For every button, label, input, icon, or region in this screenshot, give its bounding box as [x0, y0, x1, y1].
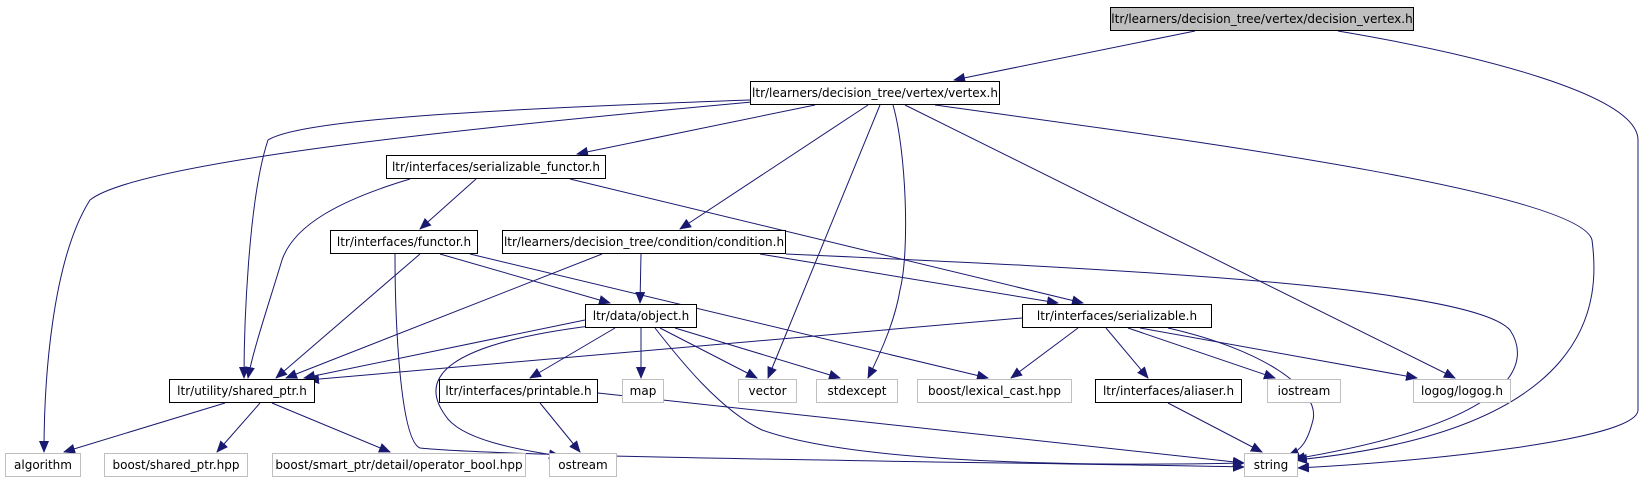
edge-condition-to-shared_ptr	[285, 253, 603, 379]
edge-vertex-to-condition	[679, 104, 869, 230]
node-label: ltr/learners/decision_tree/vertex/decisi…	[1111, 12, 1413, 26]
edge-vertex-to-stdexcept	[867, 104, 907, 379]
node-label: algorithm	[14, 458, 72, 472]
node-label: ltr/learners/decision_tree/vertex/vertex…	[752, 86, 998, 100]
edge-object-to-shared_ptr	[303, 319, 586, 381]
edge-serializable-to-string	[1167, 327, 1315, 457]
node-map[interactable]: map	[622, 379, 664, 403]
node-label: ltr/interfaces/printable.h	[445, 384, 592, 398]
edge-shared_ptr-to-boost_shared_ptr	[216, 402, 261, 453]
node-printable-h[interactable]: ltr/interfaces/printable.h	[439, 379, 598, 403]
node-iostream[interactable]: iostream	[1267, 379, 1341, 403]
node-vertex-h[interactable]: ltr/learners/decision_tree/vertex/vertex…	[750, 81, 1000, 105]
node-label: string	[1253, 458, 1289, 472]
edge-printable-to-ostream	[539, 402, 581, 453]
edge-functor-to-lexical_cast	[469, 253, 989, 381]
node-algorithm[interactable]: algorithm	[5, 453, 81, 477]
node-ostream[interactable]: ostream	[549, 453, 617, 477]
edge-serializable_functor-to-shared_ptr	[245, 178, 411, 379]
edge-condition-to-string	[785, 253, 1518, 463]
node-operator-bool-hpp[interactable]: boost/smart_ptr/detail/operator_bool.hpp	[272, 453, 526, 477]
node-label: ltr/data/object.h	[592, 309, 690, 323]
edge-serializable-to-iostream	[1127, 327, 1276, 380]
edge-object-to-stdexcept	[674, 327, 841, 380]
node-label: ostream	[558, 458, 608, 472]
edge-serializable_functor-to-functor	[419, 178, 477, 230]
node-functor-h[interactable]: ltr/interfaces/functor.h	[330, 230, 478, 254]
edge-object-to-printable	[529, 327, 616, 379]
edge-object-to-string	[654, 327, 1245, 469]
edge-vertex-to-vector	[767, 104, 881, 379]
node-label: ltr/utility/shared_ptr.h	[177, 384, 307, 398]
node-serializable-functor-h[interactable]: ltr/interfaces/serializable_functor.h	[386, 155, 606, 179]
node-label: boost/lexical_cast.hpp	[927, 384, 1062, 398]
node-aliaser-h[interactable]: ltr/interfaces/aliaser.h	[1095, 379, 1242, 403]
edge-serializable-to-shared_ptr	[307, 317, 1023, 385]
node-shared-ptr-h[interactable]: ltr/utility/shared_ptr.h	[169, 379, 315, 403]
edge-serializable_functor-to-serializable	[569, 178, 1084, 306]
node-label: ltr/interfaces/serializable_functor.h	[391, 160, 601, 174]
node-lexical-cast-hpp[interactable]: boost/lexical_cast.hpp	[917, 379, 1072, 403]
edge-decision_vertex-to-vertex	[953, 30, 1196, 83]
node-object-h[interactable]: ltr/data/object.h	[585, 304, 697, 328]
node-label: logog/logog.h	[1421, 384, 1503, 398]
node-logog-h[interactable]: logog/logog.h	[1413, 379, 1511, 403]
edge-serializable-to-aliaser	[1105, 327, 1149, 379]
edge-condition-to-serializable	[759, 253, 1059, 307]
edge-shared_ptr-to-algorithm	[63, 402, 226, 454]
edge-vertex-to-shared_ptr	[239, 99, 751, 379]
edge-functor-to-string	[394, 253, 1245, 472]
edge-functor-to-object	[439, 253, 611, 305]
edge-aliaser-to-string	[1167, 402, 1263, 453]
node-label: boost/shared_ptr.hpp	[112, 458, 240, 472]
edge-serializable-to-logog	[1139, 327, 1418, 381]
node-condition-h[interactable]: ltr/learners/decision_tree/condition/con…	[502, 230, 786, 254]
node-label: ltr/learners/decision_tree/condition/con…	[503, 235, 785, 249]
node-label: ltr/interfaces/aliaser.h	[1102, 384, 1235, 398]
edge-object-to-vector	[659, 327, 758, 379]
edge-vertex-to-serializable_functor	[576, 104, 816, 157]
node-label: vector	[748, 384, 787, 398]
edge-decision_vertex-to-string	[1297, 30, 1639, 473]
edge-shared_ptr-to-operator_bool	[271, 402, 391, 453]
node-label: ltr/interfaces/functor.h	[336, 235, 472, 249]
node-stdexcept[interactable]: stdexcept	[816, 379, 898, 403]
node-label: boost/smart_ptr/detail/operator_bool.hpp	[275, 458, 523, 472]
node-label: stdexcept	[827, 384, 887, 398]
node-string[interactable]: string	[1244, 453, 1298, 477]
edge-functor-to-shared_ptr	[275, 253, 421, 379]
edge-vertex-to-algorithm	[39, 101, 753, 453]
node-label: iostream	[1277, 384, 1331, 398]
edge-vertex-to-string	[934, 104, 1595, 464]
edge-vertex-to-logog	[904, 104, 1456, 379]
edge-object-to-ostream	[435, 325, 591, 460]
node-label: map	[629, 384, 657, 398]
node-serializable-h[interactable]: ltr/interfaces/serializable.h	[1022, 304, 1212, 328]
edge-condition-to-object	[635, 253, 646, 304]
node-vector[interactable]: vector	[738, 379, 797, 403]
node-label: ltr/interfaces/serializable.h	[1036, 309, 1198, 323]
edge-printable-to-string	[597, 392, 1245, 467]
node-decision-vertex-h[interactable]: ltr/learners/decision_tree/vertex/decisi…	[1110, 7, 1414, 31]
edge-serializable-to-lexical_cast	[1010, 327, 1079, 379]
node-boost-shared-ptr-hpp[interactable]: boost/shared_ptr.hpp	[104, 453, 248, 477]
